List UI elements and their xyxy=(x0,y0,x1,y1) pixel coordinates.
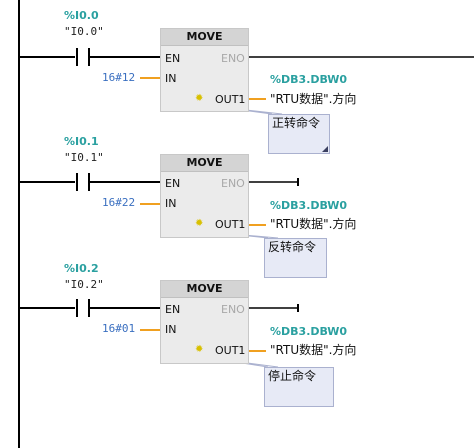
output-symbol[interactable]: "RTU数据".方向 xyxy=(270,92,357,106)
box-title: MOVE xyxy=(161,155,248,172)
box-title: MOVE xyxy=(161,29,248,46)
eno-pin: ENO xyxy=(221,177,245,190)
contact-address: %I0.2 xyxy=(64,262,99,275)
eno-pin: ENO xyxy=(221,52,245,65)
output-symbol[interactable]: "RTU数据".方向 xyxy=(270,217,357,231)
en-pin: EN xyxy=(165,177,181,190)
out1-pin: OUT1 xyxy=(215,218,246,231)
comment-text: 反转命令 xyxy=(268,240,317,254)
in-pin: IN xyxy=(165,197,177,210)
contact-address: %I0.1 xyxy=(64,135,99,148)
en-pin: EN xyxy=(165,52,181,65)
eno-pin: ENO xyxy=(221,303,245,316)
comment-text: 正转命令 xyxy=(272,116,321,130)
input-constant[interactable]: 16#12 xyxy=(102,71,136,84)
gear-icon: ✹ xyxy=(195,218,204,229)
move-box[interactable]: MOVE EN ENO IN ✹ OUT1 xyxy=(160,154,249,238)
comment-box[interactable]: 反转命令 xyxy=(264,238,327,278)
gear-icon: ✹ xyxy=(195,344,204,355)
out1-pin: OUT1 xyxy=(215,344,246,357)
move-box[interactable]: MOVE EN ENO IN ✹ OUT1 xyxy=(160,28,249,112)
in-pin: IN xyxy=(165,72,177,85)
output-address: %DB3.DBW0 xyxy=(270,73,348,86)
contact-tag: "I0.2" xyxy=(64,278,104,291)
input-constant[interactable]: 16#01 xyxy=(102,322,136,335)
output-symbol[interactable]: "RTU数据".方向 xyxy=(270,343,357,357)
in-pin: IN xyxy=(165,323,177,336)
contact-address: %I0.0 xyxy=(64,9,99,22)
output-address: %DB3.DBW0 xyxy=(270,325,348,338)
output-address: %DB3.DBW0 xyxy=(270,199,348,212)
gear-icon: ✹ xyxy=(195,93,204,104)
comment-box[interactable]: 正转命令 xyxy=(268,114,330,154)
en-pin: EN xyxy=(165,303,181,316)
contact-tag: "I0.1" xyxy=(64,151,104,164)
comment-box[interactable]: 停止命令 xyxy=(264,367,334,407)
contact-tag: "I0.0" xyxy=(64,25,104,38)
comment-text: 停止命令 xyxy=(268,369,317,383)
out1-pin: OUT1 xyxy=(215,93,246,106)
move-box[interactable]: MOVE EN ENO IN ✹ OUT1 xyxy=(160,280,249,364)
resize-corner-icon[interactable] xyxy=(322,146,328,152)
input-constant[interactable]: 16#22 xyxy=(102,196,136,209)
box-title: MOVE xyxy=(161,281,248,298)
